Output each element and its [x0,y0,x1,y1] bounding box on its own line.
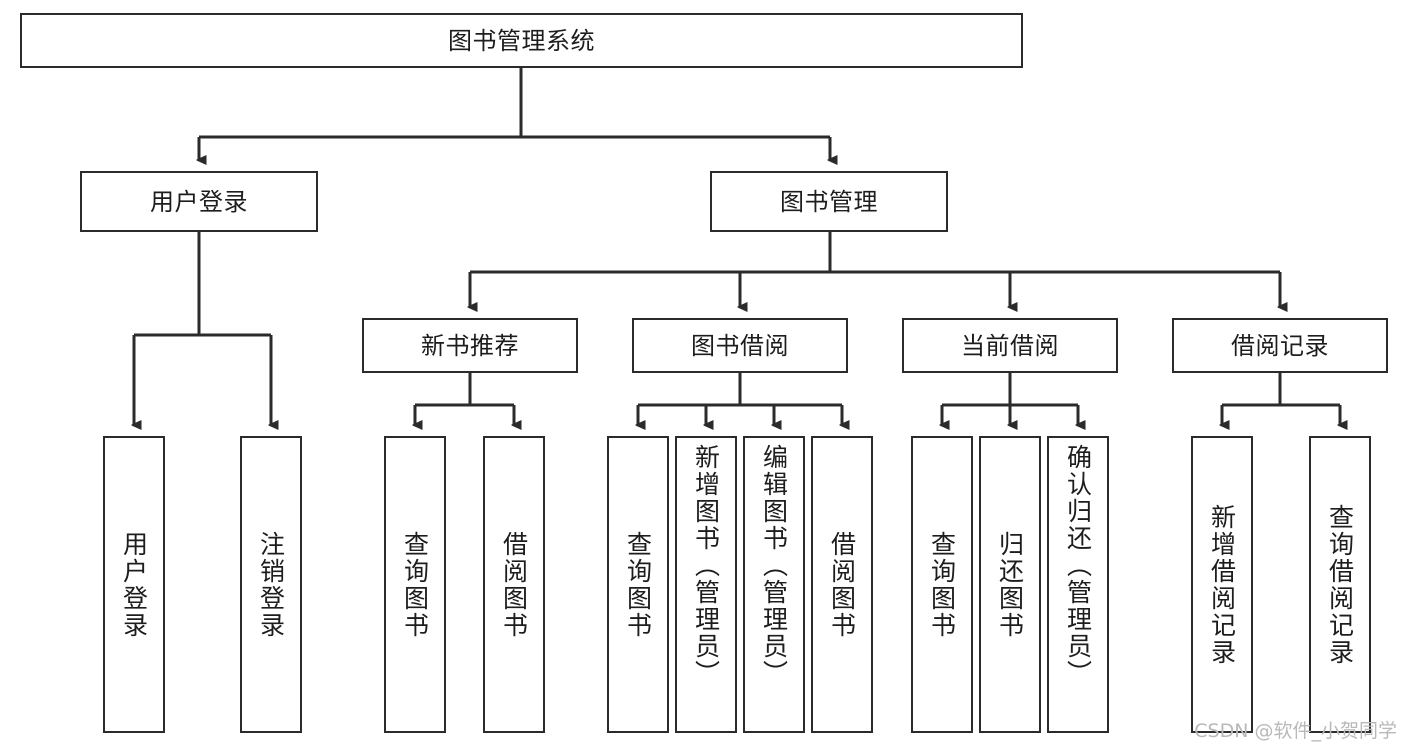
leaf-borrow-books-recommend[interactable]: 借阅图书 [483,436,545,733]
node-label: 借阅图书 [827,530,857,639]
node-label: 归还图书 [995,530,1025,639]
leaf-query-books-borrow[interactable]: 查询图书 [607,436,669,733]
node-user-login[interactable]: 用户登录 [80,171,318,232]
node-label: 查询图书 [927,530,957,639]
node-current-borrowing[interactable]: 当前借阅 [902,318,1118,373]
node-label: 查询图书 [400,530,430,639]
node-label: 当前借阅 [961,331,1059,360]
leaf-edit-book-admin[interactable]: 编辑图书（管理员） [743,436,805,733]
node-borrowing-records[interactable]: 借阅记录 [1172,318,1388,373]
leaf-query-borrow-record[interactable]: 查询借阅记录 [1309,436,1371,733]
leaf-return-books[interactable]: 归还图书 [979,436,1041,733]
leaf-query-books-recommend[interactable]: 查询图书 [384,436,446,733]
leaf-add-book-admin[interactable]: 新增图书（管理员） [675,436,737,733]
leaf-user-login[interactable]: 用户登录 [103,436,165,733]
node-label: 查询借阅记录 [1325,503,1355,666]
node-book-management-system[interactable]: 图书管理系统 [20,13,1023,68]
node-label: 借阅记录 [1231,331,1329,360]
node-label: 新书推荐 [421,331,519,360]
node-label: 图书管理系统 [448,26,595,55]
node-label: 图书管理 [780,187,878,216]
node-label: 用户登录 [150,187,248,216]
node-book-management[interactable]: 图书管理 [710,171,948,232]
leaf-add-borrow-record[interactable]: 新增借阅记录 [1191,436,1253,733]
node-label: 确认归还（管理员） [1063,444,1093,687]
node-label: 查询图书 [623,530,653,639]
node-label: 图书借阅 [691,331,789,360]
leaf-query-books-current[interactable]: 查询图书 [911,436,973,733]
node-new-book-recommendation[interactable]: 新书推荐 [362,318,578,373]
leaf-logout[interactable]: 注销登录 [240,436,302,733]
node-label: 用户登录 [119,530,149,639]
node-label: 新增图书（管理员） [691,444,721,687]
leaf-borrow-books[interactable]: 借阅图书 [811,436,873,733]
node-label: 编辑图书（管理员） [759,444,789,687]
node-book-borrowing[interactable]: 图书借阅 [632,318,848,373]
csdn-watermark: CSDN @软件_小贺同学 [1194,720,1397,742]
leaf-confirm-return-admin[interactable]: 确认归还（管理员） [1047,436,1109,733]
node-label: 新增借阅记录 [1207,503,1237,666]
node-label: 注销登录 [256,530,286,639]
node-label: 借阅图书 [499,530,529,639]
